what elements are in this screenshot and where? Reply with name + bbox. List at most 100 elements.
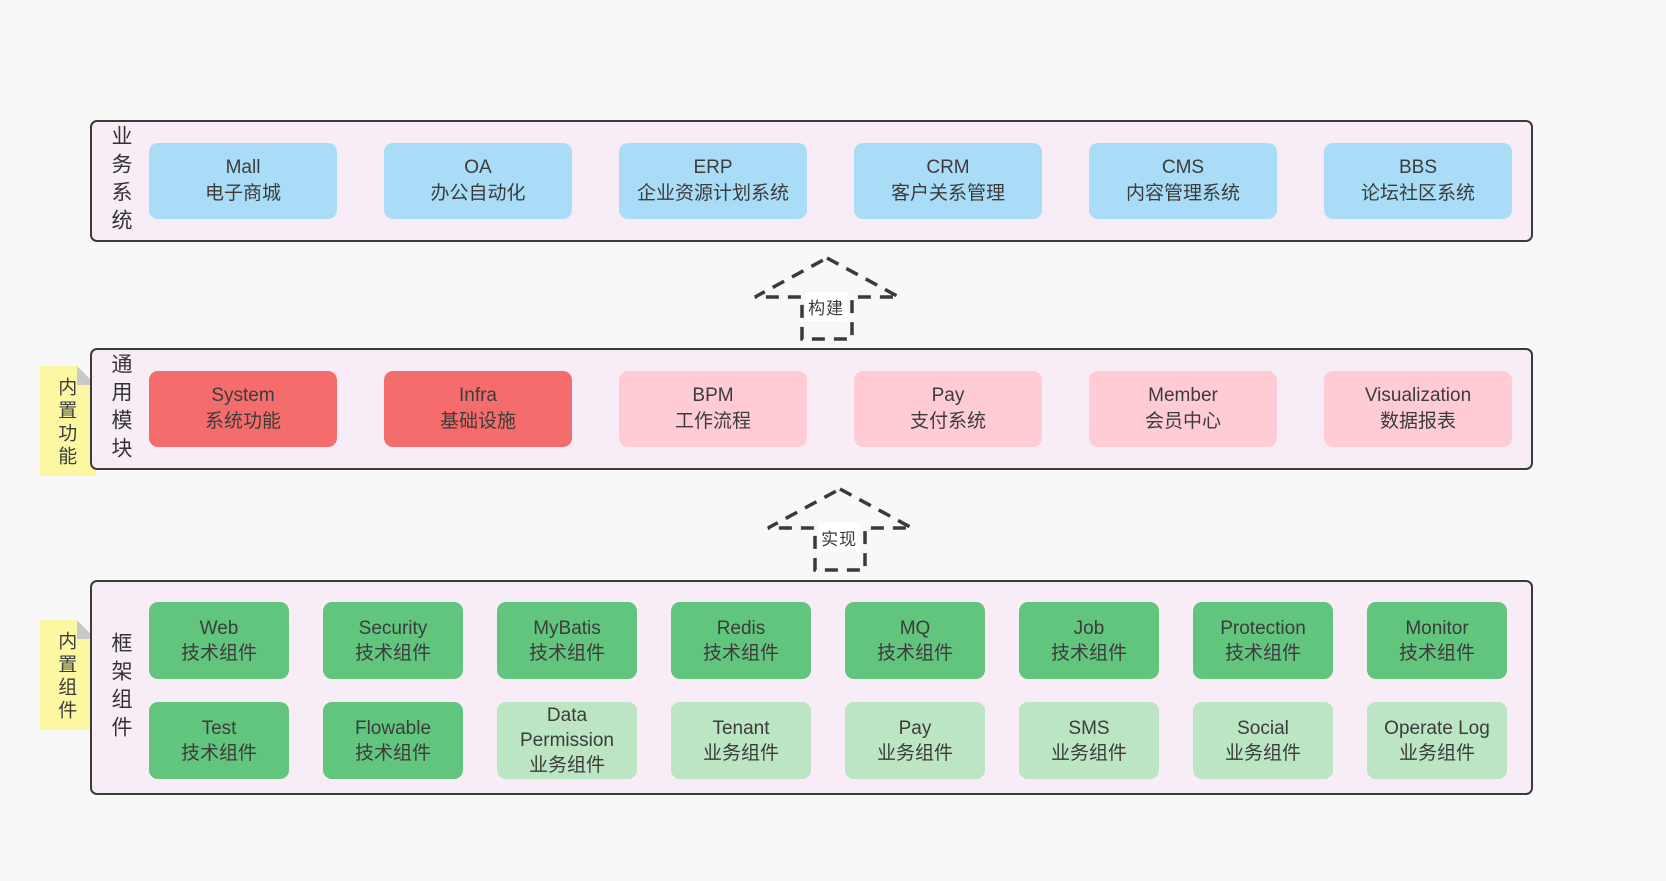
box-subtitle: 数据报表 [1379, 411, 1456, 432]
box-monitor: Monitor 技术组件 [1367, 602, 1507, 679]
arrow-implement: 实现 [765, 486, 915, 574]
box-operate-log: Operate Log 业务组件 [1367, 702, 1507, 779]
layer-common-modules: 通用模块 System 系统功能 Infra 基础设施 BPM 工作流程 Pay… [90, 348, 1533, 470]
box-title: Operate Log [1384, 717, 1490, 739]
box-subtitle: 技术组件 [1398, 642, 1475, 664]
box-subtitle: 业务组件 [1050, 742, 1127, 764]
box-mall: Mall 电子商城 [149, 143, 337, 219]
box-mybatis: MyBatis 技术组件 [497, 602, 637, 679]
box-erp: ERP 企业资源计划系统 [619, 143, 807, 219]
box-subtitle: 系统功能 [204, 411, 281, 432]
box-subtitle: 技术组件 [180, 642, 257, 664]
box-subtitle: 技术组件 [1050, 642, 1127, 664]
box-oa: OA 办公自动化 [384, 143, 572, 219]
box-data-permission: Data Permission 业务组件 [497, 702, 637, 779]
box-title: Test [201, 717, 237, 739]
box-title: SMS [1068, 717, 1110, 739]
box-system: System 系统功能 [149, 371, 337, 447]
box-crm: CRM 客户关系管理 [854, 143, 1042, 219]
arrow-label: 构建 [805, 292, 848, 321]
box-title: Protection [1220, 617, 1306, 639]
box-flowable: Flowable 技术组件 [323, 702, 463, 779]
box-title: Web [199, 617, 239, 639]
note-text: 内置功能 [55, 377, 77, 470]
box-subtitle: 业务组件 [1398, 742, 1475, 764]
box-title: Mall [225, 157, 261, 178]
box-title: Tenant [712, 717, 770, 739]
box-title: Job [1073, 617, 1105, 639]
box-tenant: Tenant 业务组件 [671, 702, 811, 779]
dashed-up-arrow-icon [754, 256, 900, 341]
box-bpm: BPM 工作流程 [619, 371, 807, 447]
arrow-label: 实现 [818, 523, 861, 552]
box-subtitle: 工作流程 [674, 411, 751, 432]
box-subtitle: 业务组件 [528, 755, 605, 776]
sticky-note-builtin-functions: 内置功能 [40, 366, 96, 476]
box-sms: SMS 业务组件 [1019, 702, 1159, 779]
box-title: Redis [716, 617, 766, 639]
box-subtitle: 论坛社区系统 [1360, 183, 1475, 204]
box-pay-component: Pay 业务组件 [845, 702, 985, 779]
box-web: Web 技术组件 [149, 602, 289, 679]
box-security: Security 技术组件 [323, 602, 463, 679]
box-subtitle: 技术组件 [876, 642, 953, 664]
box-title: ERP [693, 157, 733, 178]
box-subtitle: 业务组件 [1224, 742, 1301, 764]
box-subtitle: 会员中心 [1144, 411, 1221, 432]
layer-framework-components: 框架组件 Web 技术组件 Security 技术组件 MyBatis 技术组件… [90, 580, 1533, 795]
box-title: Pay [898, 717, 932, 739]
box-social: Social 业务组件 [1193, 702, 1333, 779]
box-title: CMS [1161, 157, 1205, 178]
box-pay-module: Pay 支付系统 [854, 371, 1042, 447]
box-title: Security [358, 617, 428, 639]
layer-label-business: 业务系统 [109, 125, 132, 237]
box-member: Member 会员中心 [1089, 371, 1277, 447]
box-title: MQ [899, 617, 931, 639]
box-subtitle: 内容管理系统 [1125, 183, 1240, 204]
box-subtitle: 业务组件 [702, 742, 779, 764]
layer-label-components: 框架组件 [109, 631, 132, 744]
box-title: Flowable [354, 717, 432, 739]
box-title: System [211, 385, 275, 406]
box-subtitle: 电子商城 [204, 183, 281, 204]
layer-label-modules: 通用模块 [109, 353, 132, 465]
sticky-note-builtin-components: 内置组件 [40, 620, 96, 730]
box-test: Test 技术组件 [149, 702, 289, 779]
box-subtitle: 基础设施 [439, 411, 516, 432]
box-title: Infra [458, 385, 498, 406]
box-cms: CMS 内容管理系统 [1089, 143, 1277, 219]
dashed-up-arrow-icon [767, 487, 913, 572]
box-title: MyBatis [533, 617, 601, 639]
box-visualization: Visualization 数据报表 [1324, 371, 1512, 447]
box-title: Data Permission [520, 705, 614, 751]
box-subtitle: 办公自动化 [430, 183, 526, 204]
box-redis: Redis 技术组件 [671, 602, 811, 679]
box-bbs: BBS 论坛社区系统 [1324, 143, 1512, 219]
box-mq: MQ 技术组件 [845, 602, 985, 679]
box-subtitle: 技术组件 [354, 642, 431, 664]
box-title: BPM [692, 385, 734, 406]
box-title: BBS [1398, 157, 1438, 178]
box-title: OA [464, 157, 492, 178]
modules-box-row: System 系统功能 Infra 基础设施 BPM 工作流程 Pay 支付系统… [149, 350, 1512, 468]
box-title: CRM [926, 157, 970, 178]
box-subtitle: 技术组件 [1224, 642, 1301, 664]
box-title: Pay [931, 385, 965, 406]
box-subtitle: 企业资源计划系统 [636, 183, 789, 204]
business-box-row: Mall 电子商城 OA 办公自动化 ERP 企业资源计划系统 CRM 客户关系… [149, 122, 1512, 240]
arrow-build: 构建 [752, 255, 902, 343]
box-subtitle: 客户关系管理 [890, 183, 1005, 204]
box-title: Monitor [1405, 617, 1469, 639]
note-text: 内置组件 [55, 631, 77, 724]
box-title: Visualization [1364, 385, 1472, 406]
box-protection: Protection 技术组件 [1193, 602, 1333, 679]
box-job: Job 技术组件 [1019, 602, 1159, 679]
box-title: Social [1237, 717, 1289, 739]
box-title: Member [1148, 385, 1218, 406]
box-subtitle: 技术组件 [702, 642, 779, 664]
box-subtitle: 支付系统 [909, 411, 986, 432]
box-subtitle: 业务组件 [876, 742, 953, 764]
layer-business-systems: 业务系统 Mall 电子商城 OA 办公自动化 ERP 企业资源计划系统 CRM… [90, 120, 1533, 242]
box-subtitle: 技术组件 [528, 642, 605, 664]
components-box-row-2: Test 技术组件 Flowable 技术组件 Data Permission … [149, 702, 1507, 779]
